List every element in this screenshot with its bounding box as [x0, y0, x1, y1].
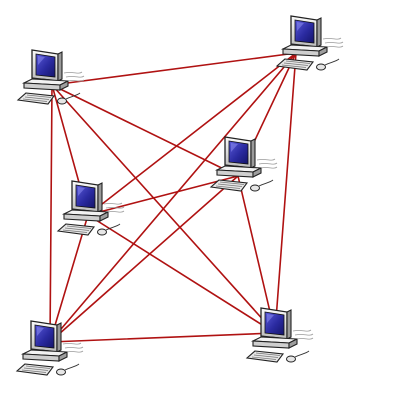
link-pc-2-pc-3 — [87, 52, 297, 216]
link-pc-3-pc-5 — [49, 214, 89, 343]
desktop-computer-icon — [16, 320, 84, 376]
desktop-computer-icon — [210, 136, 278, 192]
desktop-computer-icon — [246, 307, 314, 363]
link-pc-4-pc-6 — [237, 175, 276, 334]
desktop-computer-icon — [276, 15, 344, 71]
link-pc-1-pc-5 — [49, 84, 53, 343]
link-pc-2-pc-5 — [49, 52, 297, 343]
link-pc-3-pc-4 — [87, 175, 239, 216]
link-pc-4-pc-5 — [49, 175, 239, 343]
desktop-computer-icon — [17, 49, 85, 105]
link-pc-1-pc-4 — [51, 84, 239, 177]
link-pc-2-pc-6 — [274, 52, 297, 334]
link-pc-5-pc-6 — [49, 332, 276, 343]
link-pc-3-pc-6 — [87, 214, 276, 334]
network-links — [49, 52, 297, 343]
link-pc-1-pc-2 — [51, 52, 297, 86]
